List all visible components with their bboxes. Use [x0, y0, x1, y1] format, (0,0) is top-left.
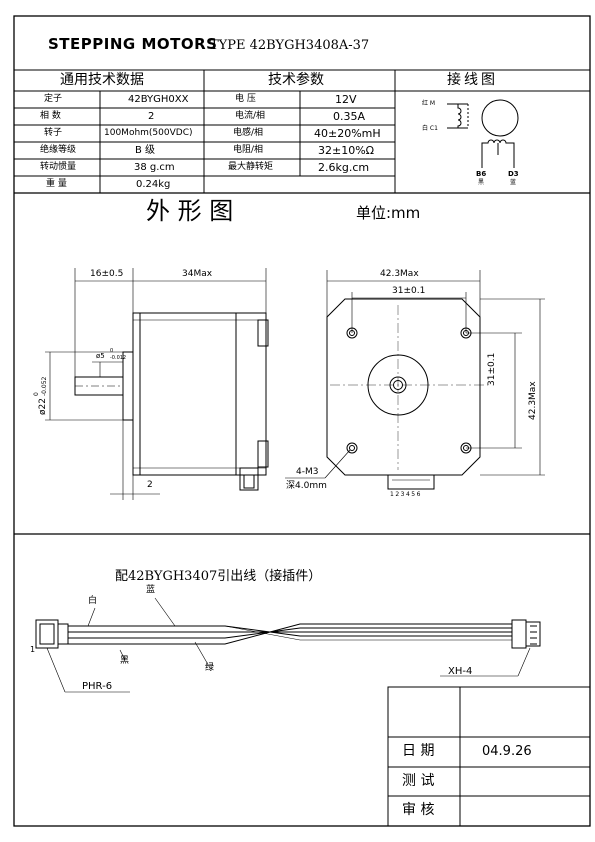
cable-pin1: 1: [30, 645, 36, 654]
cable-label-white: 白: [88, 596, 98, 606]
spec-value: 42BYGH0XX: [128, 94, 189, 105]
dim-42-right: 42.3Max: [528, 381, 538, 420]
pin-numbers: 123456: [390, 491, 422, 498]
spec-param-label: 最大静转矩: [228, 162, 274, 172]
spec-param-label: 电流/相: [235, 111, 266, 121]
spec-label: 绝缘等级: [40, 145, 77, 155]
spec-param-label: 电 压: [235, 94, 256, 104]
spec-label: 重 量: [46, 179, 67, 189]
table-section-wiring: 接线图: [447, 72, 498, 88]
dim-31-top: 31±0.1: [392, 286, 426, 296]
dim-34: 34Max: [182, 269, 213, 279]
dim-16: 16±0.5: [90, 269, 124, 279]
cable-title: 配42BYGH3407引出线（接插件）: [115, 569, 322, 584]
header-type: TYPE 42BYGH3408A-37: [210, 38, 370, 53]
wiring-label-d3: D3: [508, 170, 519, 178]
spec-value: 100Mohm(500VDC): [104, 128, 193, 138]
front-view: [285, 270, 545, 490]
wiring-label-red: 红 M: [422, 100, 436, 107]
dim-42-right-wrap: 42.3Max: [528, 360, 541, 420]
spec-value: 2: [148, 111, 155, 122]
outer-frame: [13, 15, 591, 827]
wiring-label-white: 白 C1: [422, 125, 438, 132]
dim-31-right-wrap: 31±0.1: [487, 336, 500, 386]
wiring-label-blue: 蓝: [510, 179, 517, 186]
spec-param-value: 12V: [335, 93, 357, 106]
cable-label-black: 黑: [120, 656, 130, 666]
dim-shaft-dia: ø5: [96, 352, 105, 360]
dim-42-top: 42.3Max: [380, 269, 419, 279]
cable-right-connector: XH-4: [448, 666, 473, 677]
spec-param-value: 32±10%Ω: [318, 144, 375, 157]
spec-param-value: 2.6kg.cm: [318, 161, 370, 174]
hole-note: 4-M3: [296, 467, 319, 477]
dim-boss-wrap: ø22 0 -0.052: [33, 355, 51, 415]
dim-boss-tol-lower: -0.052: [41, 376, 48, 396]
titleblock-test-label: 测 试: [402, 773, 435, 789]
wiring-label-b6: B6: [476, 170, 487, 178]
spec-label: 定子: [44, 94, 63, 104]
table-section-general: 通用技术数据: [60, 72, 144, 88]
titleblock-date-value: 04.9.26: [482, 744, 532, 759]
header-title: STEPPING MOTORS: [48, 35, 218, 53]
cable-drawing: [35, 597, 541, 693]
cable-label-green: 绿: [205, 663, 215, 673]
spec-value: 0.24kg: [136, 179, 171, 190]
spec-value: B 级: [135, 145, 156, 156]
wiring-coil-a: [447, 103, 462, 129]
drawing-unit: 单位:mm: [356, 204, 421, 222]
titleblock-review-label: 审 核: [402, 802, 435, 818]
drawing-title: 外 形 图: [146, 197, 234, 225]
wiring-motor-circle: [481, 99, 519, 137]
dim-shaft-tol-lower: -0.012: [110, 355, 127, 361]
titleblock-date-label: 日 期: [402, 743, 435, 759]
dim-2: 2: [147, 480, 153, 490]
spec-param-value: 0.35A: [333, 110, 366, 123]
dim-boss: ø22: [38, 398, 48, 415]
dim-31-right: 31±0.1: [487, 352, 497, 386]
spec-label: 相 数: [40, 111, 61, 121]
hole-depth: 深4.0mm: [286, 481, 327, 491]
cable-left-connector: PHR-6: [82, 681, 113, 692]
spec-param-label: 电感/相: [233, 128, 264, 138]
spec-label: 转动惯量: [40, 162, 77, 172]
wiring-label-black: 黑: [478, 179, 485, 186]
spec-param-value: 40±20%mH: [314, 127, 381, 140]
dim-boss-tol-upper: 0: [33, 392, 40, 396]
wiring-coil-b: [481, 139, 515, 162]
title-block: [387, 686, 591, 827]
spec-label: 转子: [44, 128, 63, 138]
spec-value: 38 g.cm: [134, 162, 175, 173]
cable-label-blue: 蓝: [146, 585, 156, 595]
spec-param-label: 电阻/相: [233, 145, 264, 155]
side-view: [45, 268, 269, 500]
table-section-params: 技术参数: [268, 72, 324, 88]
dim-shaft-tol-upper: 0: [110, 348, 114, 354]
